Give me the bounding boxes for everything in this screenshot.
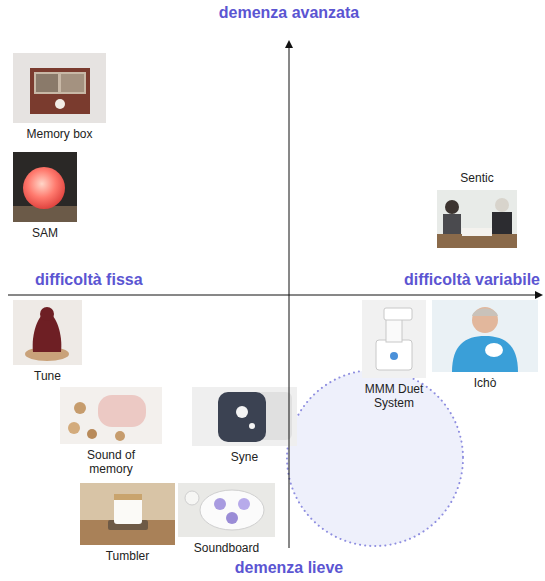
product-card: Memory box	[13, 53, 106, 123]
product-card: Tumbler	[80, 483, 175, 545]
tumbler-photo	[80, 483, 175, 545]
icho-photo	[432, 300, 538, 372]
syne-photo	[192, 387, 297, 446]
sam-photo	[13, 152, 77, 222]
product-card: Ichò	[432, 300, 538, 372]
product-card: Sentic	[437, 190, 517, 248]
tune-photo	[13, 300, 82, 365]
axis-label: difficoltà variabile	[404, 271, 540, 289]
product-card: MMM Duet System	[362, 300, 426, 378]
product-caption: SAM	[32, 226, 58, 240]
product-caption: Tune	[34, 369, 61, 383]
product-caption: Sentic	[460, 171, 493, 185]
product-card: Sound of memory	[60, 387, 162, 444]
product-caption: Syne	[231, 450, 258, 464]
sound-of-memory-photo	[60, 387, 162, 444]
product-caption: Memory box	[26, 127, 92, 141]
product-card: SAM	[13, 152, 77, 222]
product-card: Syne	[192, 387, 297, 446]
empty-area-circle	[287, 370, 463, 546]
soundboard-photo	[178, 483, 275, 537]
axis-label: demenza lieve	[235, 559, 344, 577]
product-card: Soundboard	[178, 483, 275, 537]
axis-arrowhead	[285, 40, 293, 48]
product-card: Tune	[13, 300, 82, 365]
horizontal-axis	[8, 295, 538, 296]
axis-label: demenza avanzata	[219, 4, 360, 22]
memory-box-photo	[13, 53, 106, 123]
product-caption: Tumbler	[106, 549, 150, 563]
product-caption: Ichò	[474, 376, 497, 390]
axis-label: difficoltà fissa	[35, 271, 143, 289]
sentic-photo	[437, 190, 517, 248]
product-caption: MMM Duet System	[362, 382, 426, 410]
axis-arrowhead	[535, 291, 543, 299]
product-caption: Soundboard	[194, 541, 259, 555]
mmm-duet-photo	[362, 300, 426, 378]
product-caption: Sound of memory	[80, 448, 142, 476]
vertical-axis	[289, 45, 290, 548]
